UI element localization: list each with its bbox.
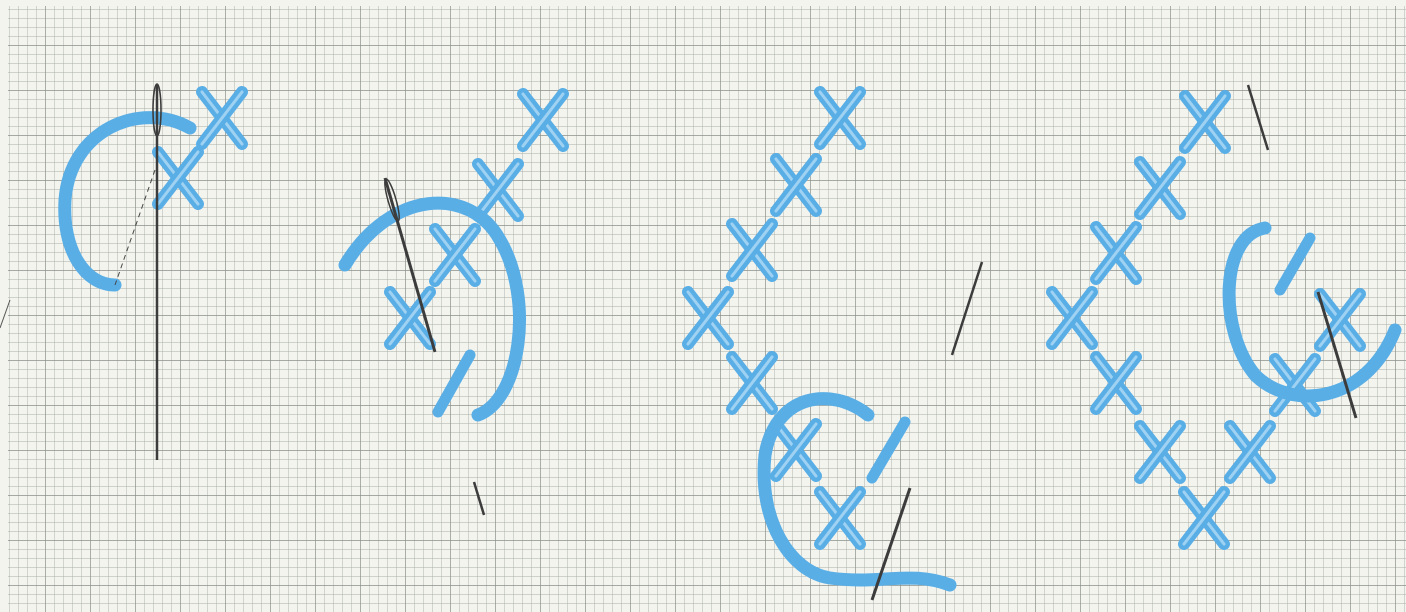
cross-stitch-illustration: [0, 0, 1406, 612]
illustration-svg: [0, 0, 1406, 612]
